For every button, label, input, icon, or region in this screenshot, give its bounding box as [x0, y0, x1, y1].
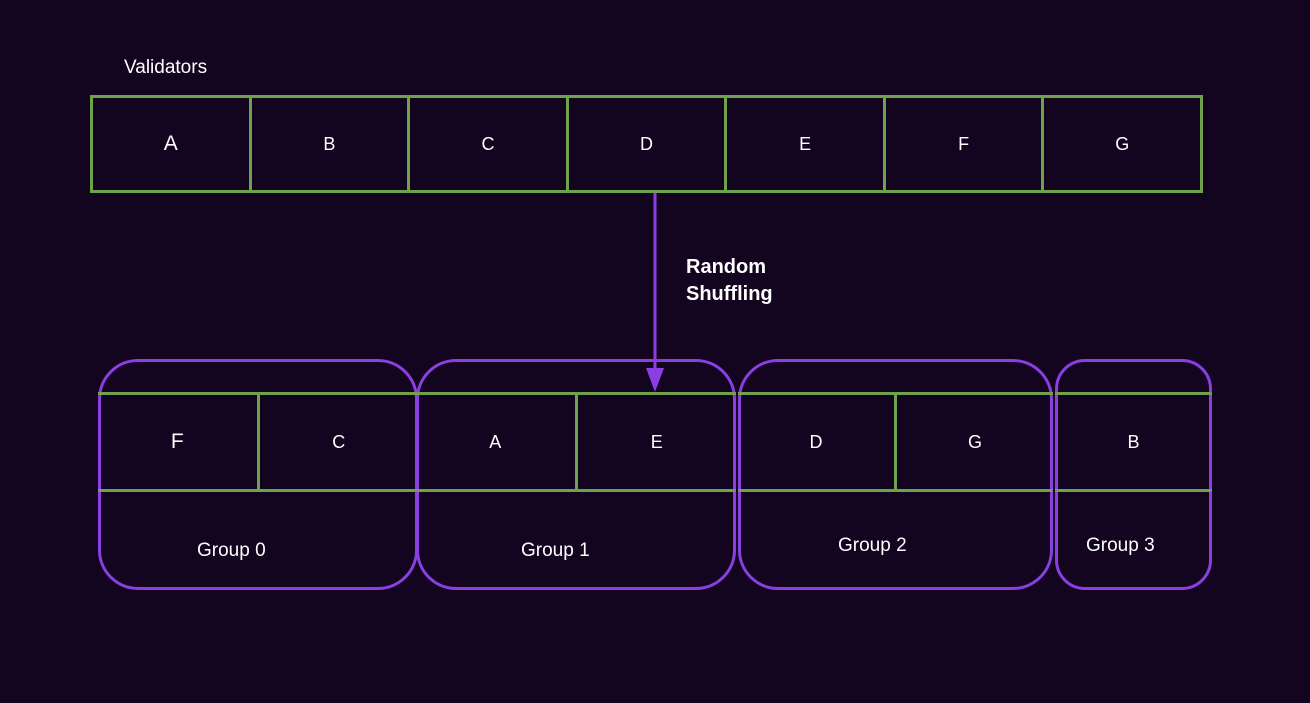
validator-cell-f: F	[886, 98, 1045, 190]
group-0-label: Group 0	[197, 540, 266, 561]
group-1-member-e: E	[574, 395, 737, 489]
group-3-row: B	[1055, 392, 1212, 492]
validators-label: Validators	[124, 57, 208, 78]
validator-cell-b: B	[252, 98, 411, 190]
group-3-box	[1055, 359, 1212, 590]
group-0-member-c: C	[256, 395, 419, 489]
group-0-member-f: F	[170, 430, 184, 453]
validator-row: A B C D E F G	[90, 95, 1203, 193]
validator-cell-c: C	[410, 98, 569, 190]
group-1-row: A E	[416, 392, 736, 492]
group-2-member-d: D	[809, 431, 823, 452]
validator-cell-g: G	[1115, 133, 1130, 154]
shuffle-label-line2: Shuffling	[686, 283, 773, 305]
validator-cell-a: A	[93, 98, 252, 190]
group-2-row: D G	[738, 392, 1053, 492]
group-3-member-b: B	[1127, 431, 1140, 452]
validator-cell-d: D	[569, 98, 728, 190]
group-1-label: Group 1	[521, 540, 590, 561]
group-0-row: F C	[98, 392, 418, 492]
shuffle-label-line1: Random	[686, 256, 766, 278]
group-2-box	[738, 359, 1053, 590]
validator-cell-e: E	[727, 98, 886, 190]
group-1-box	[416, 359, 736, 590]
group-2-member-g: G	[894, 395, 1053, 489]
group-3-label: Group 3	[1086, 535, 1155, 556]
shuffle-label: Random Shuffling	[686, 254, 773, 308]
group-2-label: Group 2	[838, 535, 907, 556]
group-1-member-a: A	[489, 431, 502, 452]
